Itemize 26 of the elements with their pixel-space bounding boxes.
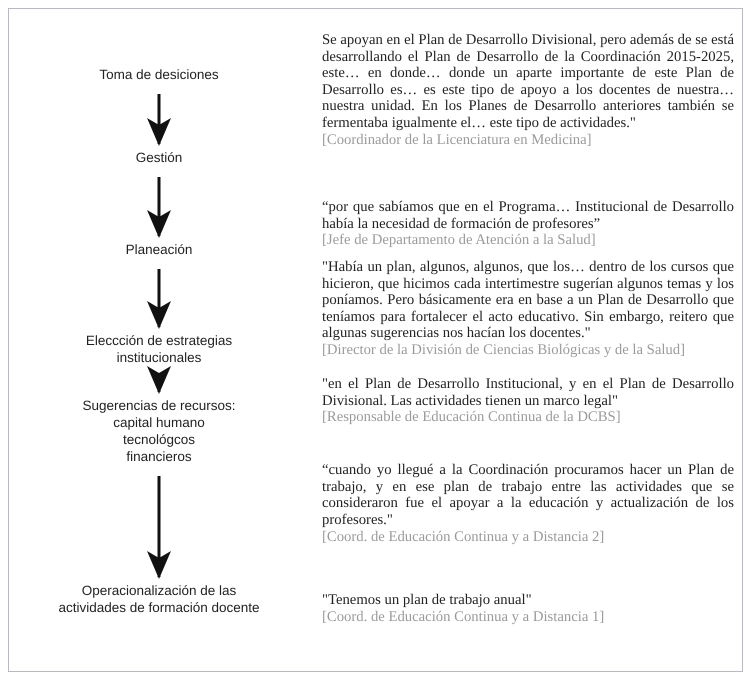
interview-quote: "Había un plan, algunos, algunos, que los… dentro de los cursos que hicieron, que hicimos cada intertimestre sugerían algunos temas y los poníamos. Pero básicamente era en base a un Plan de Desarrollo que teníamos para fortalecer el acto educativo. Sin embargo, reitero que algunas sugerencias nos hacían los docentes."	[322, 259, 734, 342]
quote-attribution: [Responsable de Educación Continua de la DCBS]	[322, 409, 622, 426]
step-label: tecnológcos	[122, 431, 196, 448]
interview-quote: "en el Plan de Desarrollo Institucional, y en el Plan de Desarrollo Divisional. Las actividades tienen un marco legal"	[322, 376, 734, 410]
quote-attribution: [Coord. de Educación Continua y a Distancia 2]	[322, 529, 606, 546]
interview-quote: “por que sabíamos que en el Programa… Institucional de Desarrollo había la necesidad de formación de profesores”	[322, 199, 734, 232]
quote-attribution: [Jefe de Departamento de Atención a la Salud]	[322, 232, 597, 249]
arrow	[147, 476, 171, 579]
interview-quote: Se apoyan en el Plan de Desarrollo Divisional, pero además de se está desarrollando el Plan de Desarrollo de la Coordinación 2015-2025, este… en donde… donde un aparte importante de este Plan de Desarrollo es… es este tipo de apoyo a los docentes de nuestra… nuestra unidad. En los Planes de Desarrollo anteriores también se fermentaba igualmente el… este tipo de actividades."	[322, 32, 734, 132]
arrow	[147, 366, 171, 394]
quote-attribution: [Coord. de Educación Continua y a Distancia 1]	[322, 609, 606, 626]
step-label: Sugerencias de recursos:	[82, 397, 236, 414]
quote-attribution: [Director de la División de Ciencias Biológicas y de la Salud]	[322, 342, 686, 359]
step-label: capital humano	[113, 414, 205, 431]
interview-quote: “cuando yo llegué a la Coordinación procuramos hacer un Plan de trabajo, y en ese plan de trabajo entre las actividades que se consideraron fue el apoyar a la educación y actualización de los profesores."	[322, 462, 734, 528]
quote-attribution: [Coordinador de la Licenciatura en Medicina]	[322, 132, 593, 149]
step-label: financieros	[126, 448, 192, 465]
step-label: Eleccción de estrategias institucionales	[84, 332, 234, 366]
arrow	[147, 94, 171, 146]
arrow	[147, 269, 171, 329]
step-label: Toma de desiciones	[99, 66, 219, 83]
step-label: Gestión	[136, 149, 182, 166]
arrow	[147, 177, 171, 238]
step-label: Planeación	[126, 241, 192, 258]
interview-quote: "Tenemos un plan de trabajo anual"	[322, 592, 533, 609]
step-label: Operacionalización de las actividades de formación docente	[57, 582, 261, 616]
